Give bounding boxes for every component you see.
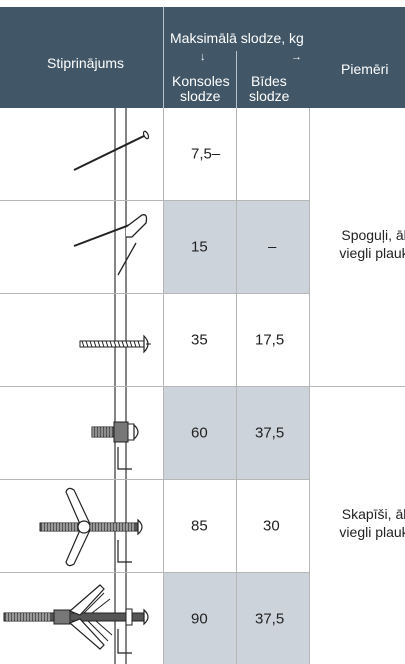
console-load: 60 [191, 424, 208, 442]
toggle-bolt-icon [39, 480, 143, 572]
table-row: 85 30 [0, 480, 405, 572]
shear-load: 30 [263, 517, 280, 535]
example-line: viegli plaukt [339, 524, 405, 540]
example-line: viegli plaukt [339, 245, 405, 261]
console-cell: 85 [164, 480, 236, 572]
console-cell: 90 [164, 573, 236, 664]
console-load: 85 [191, 517, 208, 535]
nail-icon [73, 108, 150, 200]
header-console-line2: slodze [180, 88, 221, 104]
console-cell: 60 [164, 387, 236, 479]
header-fastener: Stiprinājums [47, 55, 125, 71]
console-cell: 7,5– [164, 108, 236, 200]
spring-toggle-icon [3, 573, 149, 664]
header-max-load: Maksimālā slodze, kg [170, 30, 304, 46]
shear-load: – [268, 238, 277, 256]
row-divider [0, 386, 405, 387]
shear-cell: 37,5 [237, 387, 309, 479]
header-divider [163, 7, 164, 108]
shear-load: 37,5 [255, 424, 285, 442]
header-shear-line1: Bīdes [251, 73, 287, 89]
arrow-down-icon: ↓ [200, 51, 206, 63]
screw-icon [79, 294, 151, 386]
table-row: 35 17,5 [0, 294, 405, 386]
arrow-right-icon: → [291, 51, 302, 63]
console-cell: 15 [164, 201, 236, 293]
header-divider [236, 51, 237, 108]
header-console-line1: Konsoles [172, 73, 230, 89]
header-shear-line2: slodze [249, 88, 290, 104]
column-divider [236, 108, 237, 664]
table-header: Stiprinājums Maksimālā slodze, kg ↓ → Ko… [0, 7, 405, 108]
console-load: 7,5– [191, 145, 221, 163]
example-line: Skapīši, āķ [341, 506, 405, 522]
row-divider [0, 479, 309, 480]
header-examples: Piemēri [341, 61, 389, 77]
shear-cell [237, 108, 309, 200]
column-divider [163, 108, 164, 664]
example-line: Spoguļi, āķ [341, 227, 405, 243]
row-divider [0, 572, 309, 573]
shear-load: 37,5 [255, 610, 285, 627]
console-load: 90 [191, 610, 208, 627]
row-divider [0, 293, 309, 294]
shear-cell: 17,5 [237, 294, 309, 386]
table-row: 15 – [0, 201, 405, 293]
table-row: 7,5– [0, 108, 405, 200]
example-group-cabinets: Skapīši, āķ viegli plaukt [316, 505, 405, 541]
table-row: 90 37,5 [0, 573, 405, 664]
table-row: 60 37,5 [0, 387, 405, 479]
hook-nail-icon [73, 201, 148, 293]
row-divider [0, 200, 309, 201]
shear-cell: – [237, 201, 309, 293]
shear-cell: 37,5 [237, 573, 309, 664]
column-divider [309, 108, 310, 664]
shear-cell: 30 [237, 480, 309, 572]
console-load: 35 [191, 331, 208, 349]
console-load: 15 [191, 238, 208, 256]
console-cell: 35 [164, 294, 236, 386]
example-group-light: Spoguļi, āķ viegli plaukt [316, 226, 405, 262]
shear-load: 17,5 [255, 331, 285, 349]
sleeve-anchor-icon [91, 387, 139, 479]
